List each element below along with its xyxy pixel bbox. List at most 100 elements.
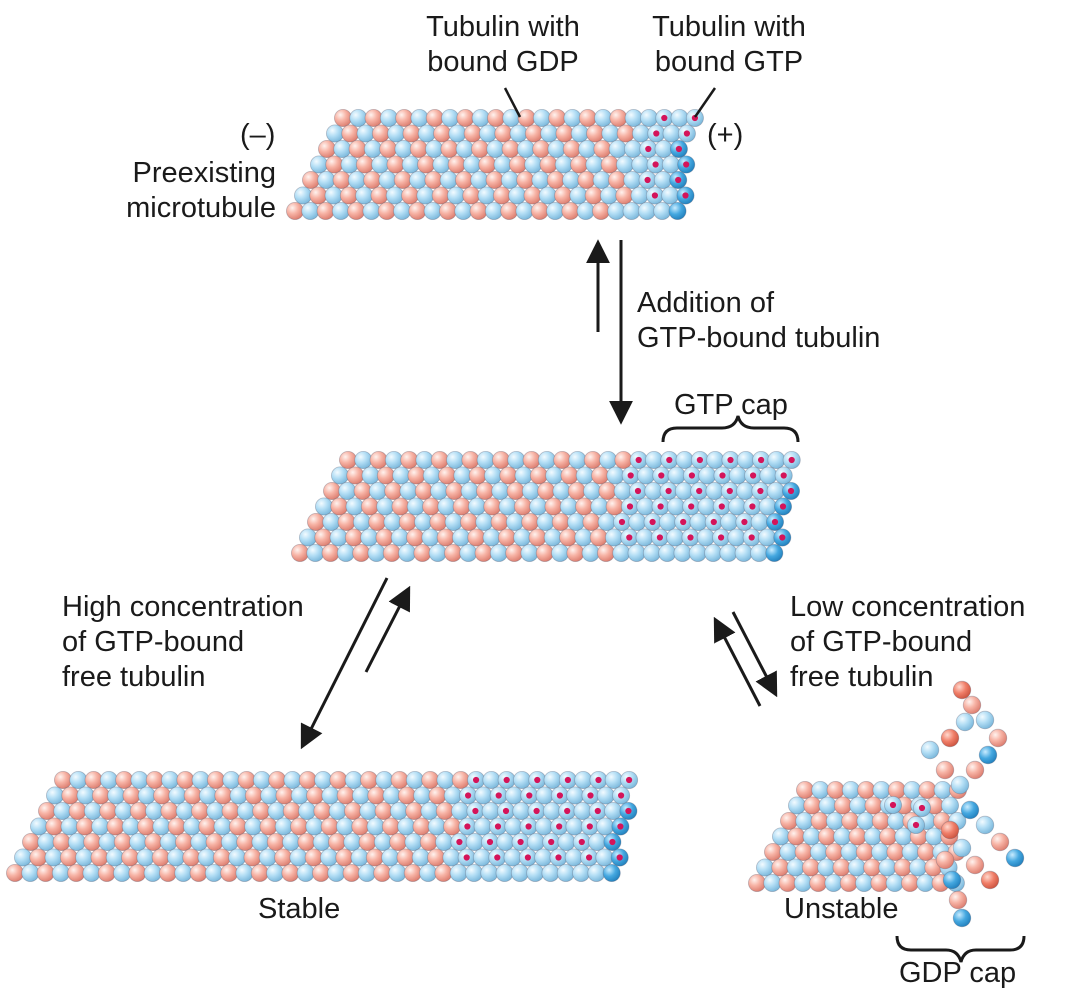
tubulin-subunit <box>330 466 349 485</box>
tubulin-subunit <box>398 513 417 532</box>
tubulin-subunit <box>365 848 384 867</box>
tubulin-subunit <box>395 109 414 128</box>
tubulin-subunit <box>767 450 786 469</box>
tubulin-subunit <box>497 528 516 547</box>
bracket-icon <box>895 935 1026 963</box>
tubulin-subunit <box>635 528 654 547</box>
tubulin-subunit <box>637 466 656 485</box>
gtp-dot-icon <box>502 807 510 815</box>
microtubule-with-gtp-cap <box>290 450 801 563</box>
gtp-dot-icon <box>464 823 471 830</box>
gtp-dot-icon <box>748 534 755 541</box>
tubulin-subunit <box>455 139 474 158</box>
gtp-dot-icon <box>645 145 652 153</box>
tubulin-subunit <box>494 124 513 143</box>
tubulin-subunit <box>734 544 753 563</box>
tubulin-subunit <box>327 833 346 852</box>
tubulin-subunit <box>325 155 344 174</box>
tubulin-subunit <box>145 802 164 821</box>
tubulin-subunit <box>824 874 843 893</box>
tubulin-subunit <box>115 771 134 790</box>
tubulin-subunit <box>465 833 484 852</box>
stable-microtubule <box>5 771 639 883</box>
tubulin-subunit <box>787 827 806 846</box>
tubulin-subunit <box>516 170 535 189</box>
tubulin-subunit <box>428 544 447 563</box>
gtp-dot-icon <box>578 838 585 846</box>
tubulin-subunit <box>296 864 315 883</box>
tubulin-subunit <box>91 817 110 836</box>
tubulin-subunit <box>283 771 302 790</box>
tubulin-subunit <box>82 864 101 883</box>
tubulin-subunit <box>175 802 194 821</box>
tubulin-subunit <box>128 864 147 883</box>
tubulin-subunit <box>422 466 441 485</box>
tubulin-subunit <box>159 833 178 852</box>
tubulin-subunit <box>363 170 382 189</box>
tubulin-subunit <box>236 833 255 852</box>
tubulin-subunit <box>446 186 465 205</box>
tubulin-subunit <box>290 544 309 563</box>
tubulin-subunit <box>802 827 821 846</box>
tubulin-subunit <box>582 513 601 532</box>
tubulin-subunit <box>501 139 520 158</box>
tubulin-subunit <box>478 155 497 174</box>
tubulin-subunit <box>952 838 972 858</box>
gtp-dot-icon <box>912 821 920 829</box>
gtp-dot-icon <box>564 776 571 784</box>
tubulin-subunit <box>313 802 332 821</box>
gtp-dot-icon <box>788 456 795 464</box>
tubulin-subunit <box>546 201 565 220</box>
tubulin-subunit <box>509 124 528 143</box>
tubulin-subunit <box>424 170 443 189</box>
tubulin-subunit <box>266 864 285 883</box>
tubulin-subunit <box>483 497 502 516</box>
tubulin-subunit <box>538 186 557 205</box>
tubulin-subunit <box>464 864 483 883</box>
tubulin-subunit <box>756 858 775 877</box>
tubulin-subunit <box>21 864 40 883</box>
tubulin-subunit <box>604 802 623 821</box>
tubulin-subunit <box>925 827 944 846</box>
tubulin-subunit <box>250 864 269 883</box>
tubulin-subunit <box>920 740 940 760</box>
tubulin-subunit <box>189 864 208 883</box>
tubulin-subunit <box>485 170 504 189</box>
tubulin-subunit <box>13 848 33 867</box>
tubulin-subunit <box>67 864 86 883</box>
label-minus-end: (–) <box>240 119 276 151</box>
tubulin-subunit <box>451 528 470 547</box>
tubulin-subunit <box>332 170 351 189</box>
tubulin-subunit <box>748 874 767 893</box>
tubulin-subunit <box>460 481 479 500</box>
tubulin-subunit <box>434 864 453 883</box>
tubulin-subunit <box>576 201 595 220</box>
tubulin-subunit <box>393 201 412 220</box>
tubulin-subunit <box>462 155 481 174</box>
tubulin-subunit <box>857 781 876 800</box>
tubulin-subunit <box>841 781 860 800</box>
tubulin-subunit <box>763 874 782 893</box>
tubulin-subunit <box>433 124 452 143</box>
tubulin-subunit <box>554 186 573 205</box>
tubulin-subunit <box>214 786 233 805</box>
tubulin-subunit <box>83 802 102 821</box>
tubulin-subunit <box>532 109 551 128</box>
gtp-dot-icon <box>533 807 540 815</box>
tubulin-subunit <box>513 497 532 516</box>
tubulin-subunit <box>368 481 387 500</box>
tubulin-subunit <box>54 771 73 790</box>
tubulin-subunit <box>29 817 49 836</box>
tubulin-subunit <box>415 450 434 469</box>
gtp-dot-icon <box>618 518 626 526</box>
tubulin-subunit <box>475 481 494 500</box>
tubulin-subunit <box>362 201 381 220</box>
tubulin-subunit <box>503 848 522 867</box>
tubulin-subunit <box>441 109 460 128</box>
gtp-dot-icon <box>494 823 502 830</box>
tubulin-subunit <box>387 124 406 143</box>
tubulin-subunit <box>61 786 80 805</box>
tubulin-subunit <box>788 796 807 815</box>
tubulin-subunit <box>190 833 209 852</box>
tubulin-subunit <box>918 781 937 800</box>
